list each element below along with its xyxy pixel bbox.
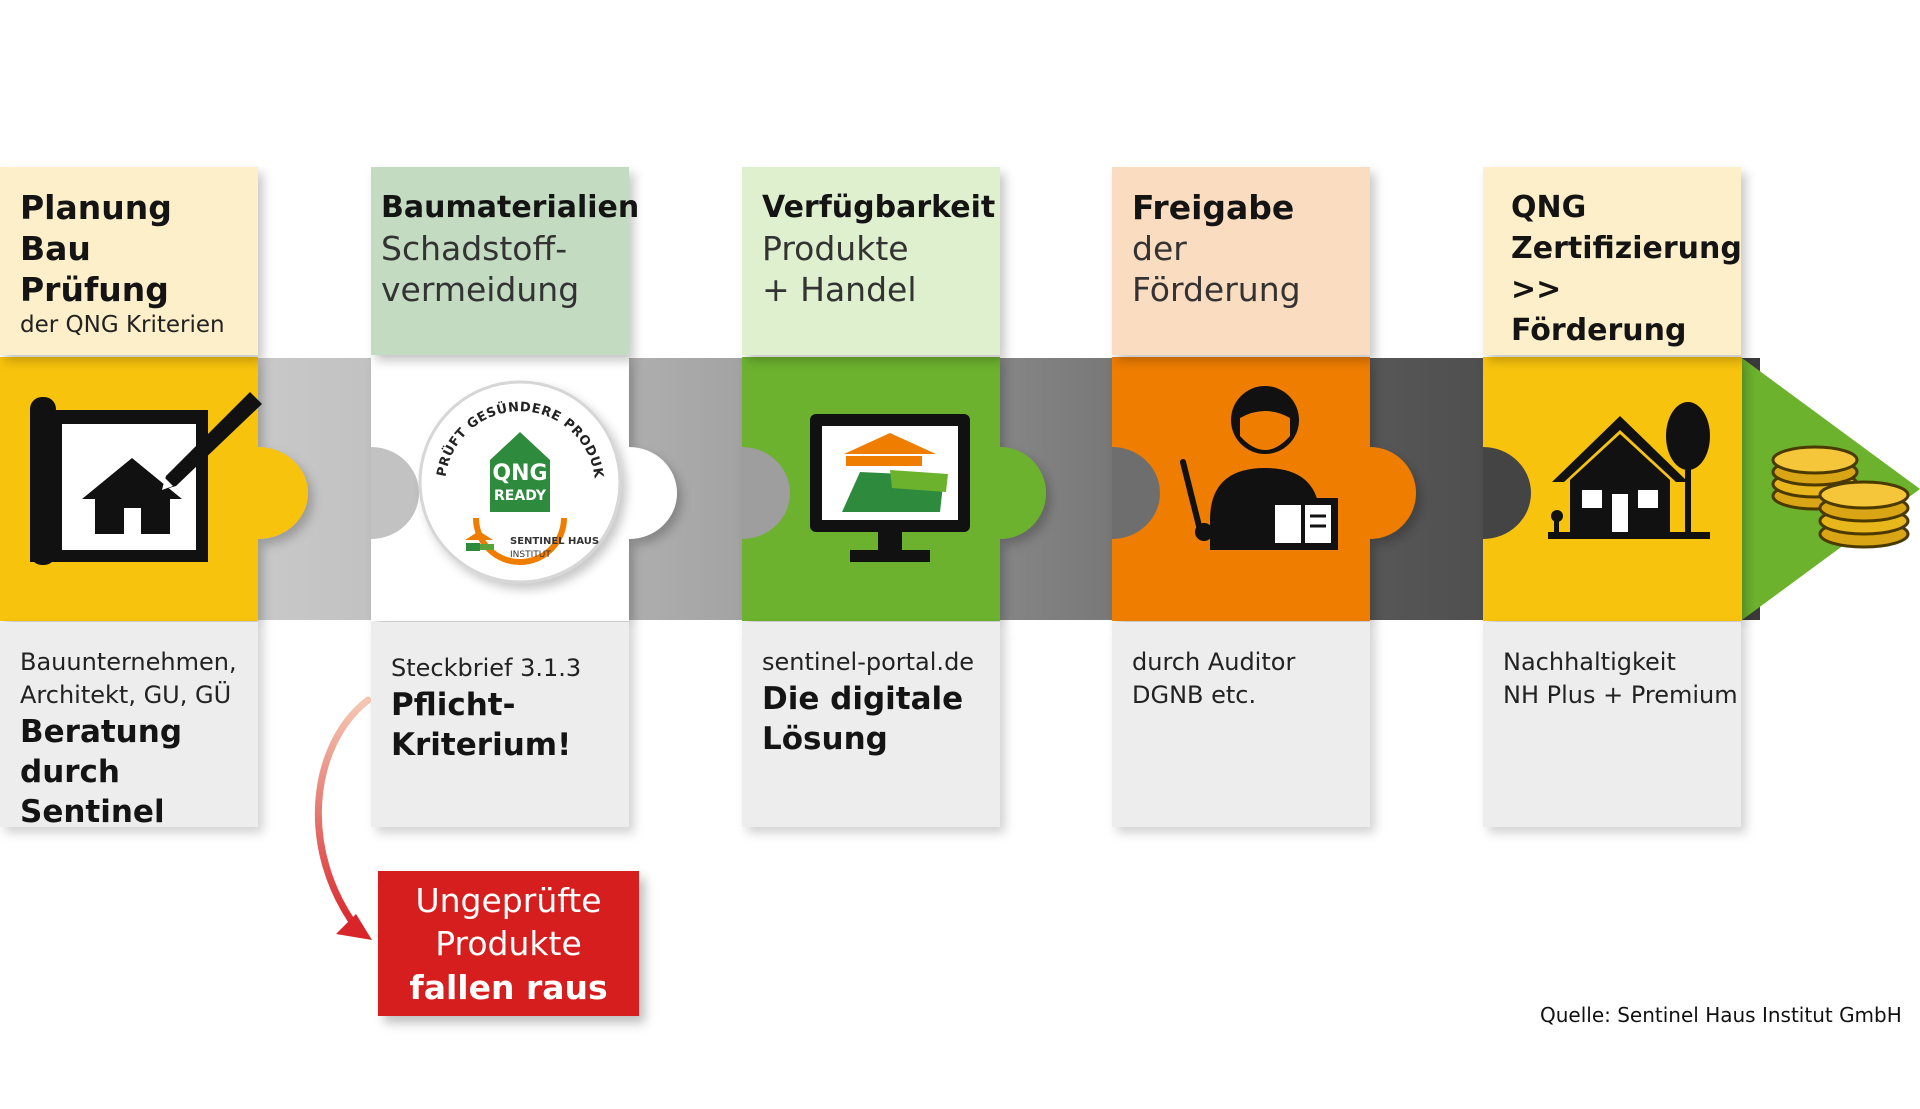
rejected-line-2: Produkte	[435, 924, 582, 963]
step-1-desc-bold-1: Beratung	[20, 714, 183, 750]
seal-institute-line-1: SENTINEL HAUS	[510, 536, 599, 547]
seal-ready-text: READY	[494, 488, 547, 504]
house-tree-icon	[1548, 402, 1710, 539]
step-3-desc-line-1: sentinel-portal.de	[762, 648, 975, 676]
auditor-person-icon	[1180, 386, 1338, 550]
step-4-subtitle-line-2: Förderung	[1132, 270, 1301, 309]
step-2-desc-line-1: Steckbrief 3.1.3	[391, 654, 582, 682]
rejection-arrow-head	[336, 914, 372, 940]
step-3-desc-bold-1: Die digitale	[762, 681, 964, 717]
step-4-subtitle-line-1: der	[1132, 229, 1187, 268]
step-1-description: Bauunternehmen, Architekt, GU, GÜ Beratu…	[0, 622, 258, 830]
step-4-title: Freigabe	[1132, 188, 1295, 227]
step-5-desc-line-1: Nachhaltigkeit	[1503, 648, 1676, 676]
step-4-header: Freigabe der Förderung	[1112, 167, 1370, 355]
step-4-desc-line-1: durch Auditor	[1132, 648, 1296, 676]
source-credit: Quelle: Sentinel Haus Institut GmbH	[1540, 1003, 1902, 1027]
tab-cutout-2	[371, 447, 419, 539]
rejected-products-box: Ungeprüfte Produkte fallen raus	[378, 871, 639, 1016]
rejection-arrow	[314, 696, 372, 934]
step-5-description: Nachhaltigkeit NH Plus + Premium	[1483, 622, 1741, 827]
step-2-header: Baumaterialien Schadstoff- vermeidung	[371, 167, 640, 355]
step-5-title-line-3: >> Förderung	[1511, 272, 1687, 348]
step-1-title-line-2: Bau	[20, 229, 91, 268]
monitor-portal-icon	[810, 414, 970, 562]
tab-cutout-3	[742, 447, 790, 539]
step-1-title-line-1: Planung	[20, 188, 172, 227]
step-2-desc-bold-2: Kriterium!	[391, 727, 572, 763]
step-1-header: Planung Bau Prüfung der QNG Kriterien	[0, 167, 258, 355]
step-1-desc-line-2: Architekt, GU, GÜ	[20, 681, 232, 709]
rejected-line-3: fallen raus	[409, 968, 608, 1007]
step-4-description: durch Auditor DGNB etc.	[1112, 622, 1370, 827]
step-5-title-line-2: Zertifizierung	[1511, 231, 1742, 266]
step-4-desc-line-2: DGNB etc.	[1132, 681, 1257, 709]
step-5-header: QNG Zertifizierung >> Förderung	[1483, 167, 1742, 355]
step-1-title-line-3: Prüfung	[20, 270, 169, 309]
step-1-desc-line-1: Bauunternehmen,	[20, 648, 237, 676]
step-3-subtitle-line-1: Produkte	[762, 229, 909, 268]
step-3-description: sentinel-portal.de Die digitale Lösung	[742, 622, 1000, 827]
step-1-subtitle: der QNG Kriterien	[20, 312, 225, 338]
tab-cutout-5	[1483, 447, 1531, 539]
coins-icon	[1771, 445, 1910, 549]
step-3-header: Verfügbarkeit Produkte + Handel	[742, 167, 1000, 355]
step-2-subtitle-line-1: Schadstoff-	[381, 229, 568, 268]
step-5-desc-line-2: NH Plus + Premium	[1503, 681, 1738, 709]
step-3-desc-bold-2: Lösung	[762, 721, 888, 757]
seal-qng-text: QNG	[492, 461, 547, 486]
step-2-title: Baumaterialien	[381, 190, 640, 225]
step-1-desc-bold-2: durch Sentinel	[20, 754, 165, 830]
step-5-title-line-1: QNG	[1511, 190, 1587, 225]
step-3-title: Verfügbarkeit	[762, 190, 996, 225]
rejected-line-1: Ungeprüfte	[415, 881, 602, 920]
tab-cutout-4	[1112, 447, 1160, 539]
step-2-description: Steckbrief 3.1.3 Pflicht- Kriterium!	[371, 622, 629, 827]
step-2-desc-bold-1: Pflicht-	[391, 687, 516, 723]
step-2-subtitle-line-2: vermeidung	[381, 270, 580, 309]
step-3-subtitle-line-2: + Handel	[762, 270, 917, 309]
seal-institute-line-2: INSTITUT	[510, 550, 551, 560]
blueprint-house-pencil-icon	[30, 392, 262, 565]
